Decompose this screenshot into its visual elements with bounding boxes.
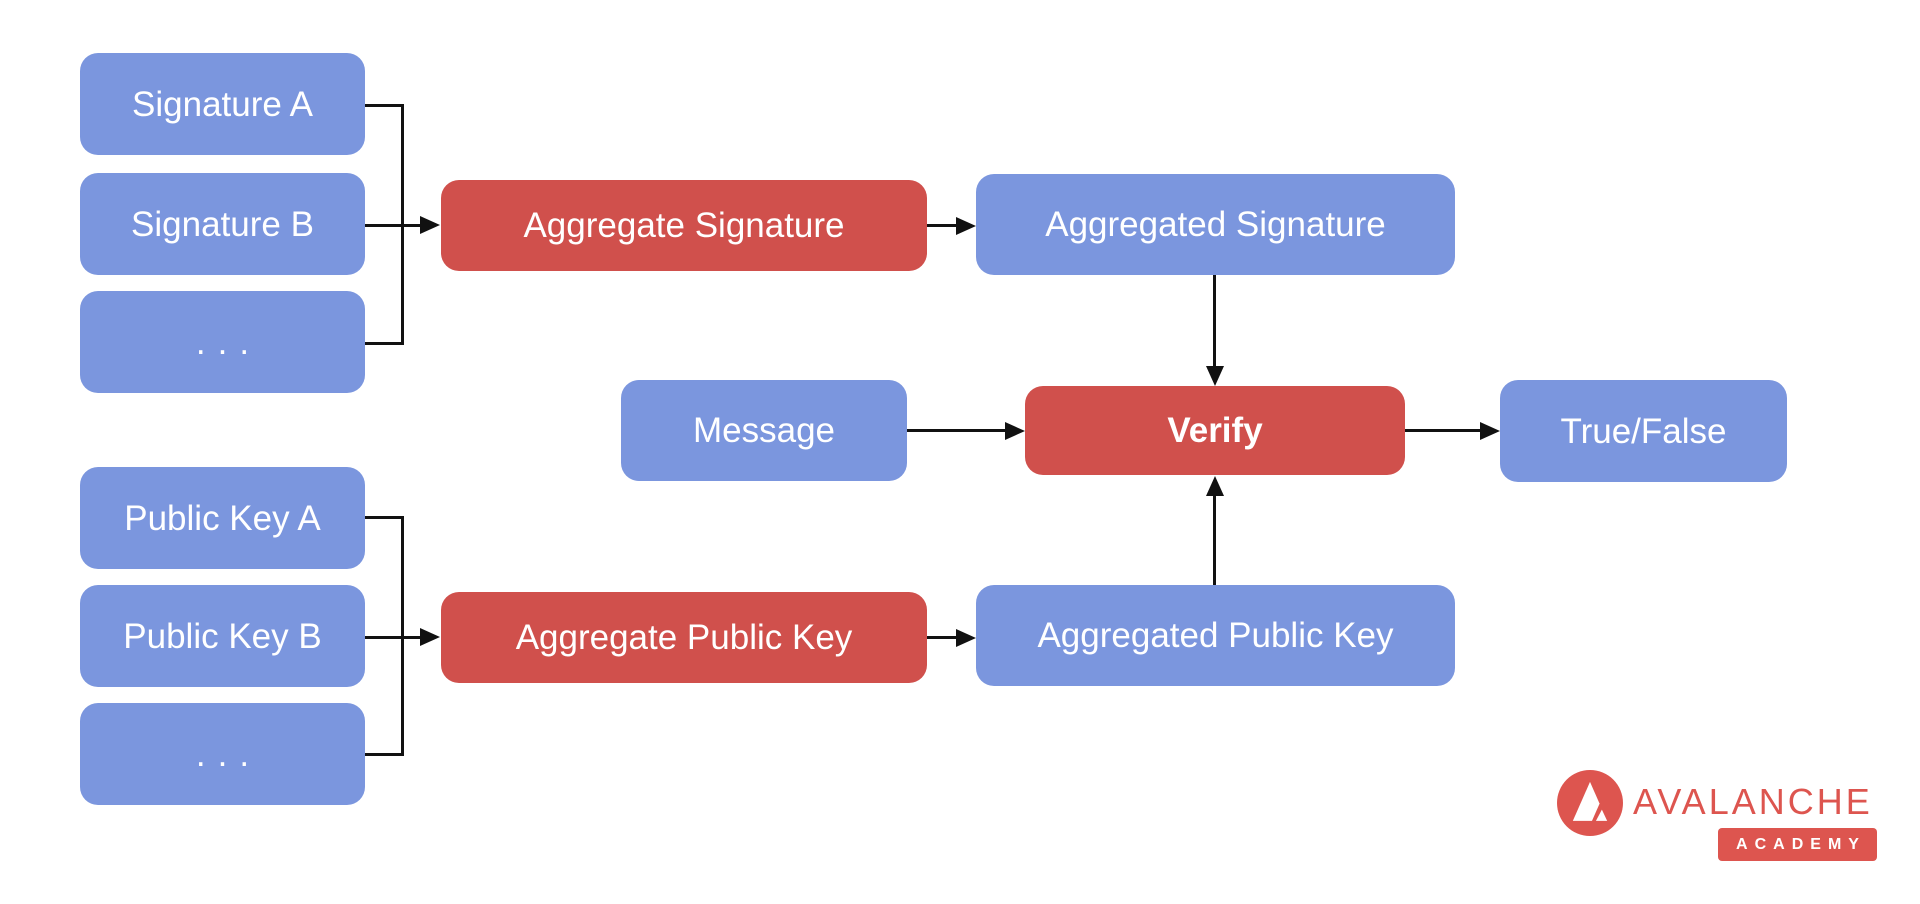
- connector-public-key-a: [365, 515, 403, 519]
- avalanche-academy-logo: AVALANCHE ACADEMY: [1557, 770, 1889, 866]
- node-aggregated-public-key: Aggregated Public Key: [976, 585, 1455, 686]
- connector-message-to-verify: [907, 429, 1005, 432]
- node-signature-a: Signature A: [80, 53, 365, 155]
- arrowhead-public-keys-to-aggregate: [420, 628, 440, 646]
- connector-aggregate-to-aggregated-public-key: [927, 636, 956, 639]
- node-verify: Verify: [1025, 386, 1405, 475]
- avalanche-logo-icon: [1557, 770, 1623, 836]
- node-public-keys-ellipsis: ...: [80, 703, 365, 805]
- connector-aggregated-signature-to-verify: [1213, 275, 1216, 367]
- connector-signature-a: [365, 103, 403, 107]
- arrowhead-aggregated-public-key-to-verify: [1205, 476, 1224, 496]
- arrowhead-signatures-to-aggregate: [420, 216, 440, 234]
- logo-academy-badge: ACADEMY: [1718, 828, 1877, 861]
- connector-public-keys-ellipsis: [365, 752, 403, 756]
- node-public-key-a: Public Key A: [80, 467, 365, 569]
- arrowhead-verify-to-result: [1480, 421, 1500, 440]
- connector-signatures-to-aggregate: [365, 223, 420, 227]
- node-aggregated-signature: Aggregated Signature: [976, 174, 1455, 275]
- node-aggregate-signature: Aggregate Signature: [441, 180, 927, 271]
- arrowhead-aggregated-signature-to-verify: [1205, 366, 1224, 386]
- logo-brand-text: AVALANCHE: [1633, 781, 1873, 822]
- connector-aggregated-public-key-to-verify: [1213, 495, 1216, 585]
- connector-verify-to-result: [1405, 429, 1480, 432]
- node-signatures-ellipsis: ...: [80, 291, 365, 393]
- connector-public-keys-to-aggregate: [365, 635, 420, 639]
- node-true-false: True/False: [1500, 380, 1787, 482]
- node-public-key-b: Public Key B: [80, 585, 365, 687]
- node-aggregate-public-key: Aggregate Public Key: [441, 592, 927, 683]
- arrowhead-message-to-verify: [1005, 421, 1025, 440]
- arrowhead-aggregate-to-aggregated-public-key: [956, 628, 976, 647]
- arrowhead-aggregate-to-aggregated-signature: [956, 216, 976, 235]
- node-message: Message: [621, 380, 907, 481]
- connector-signatures-ellipsis: [365, 341, 403, 345]
- node-signature-b: Signature B: [80, 173, 365, 275]
- connector-aggregate-to-aggregated-signature: [927, 224, 956, 227]
